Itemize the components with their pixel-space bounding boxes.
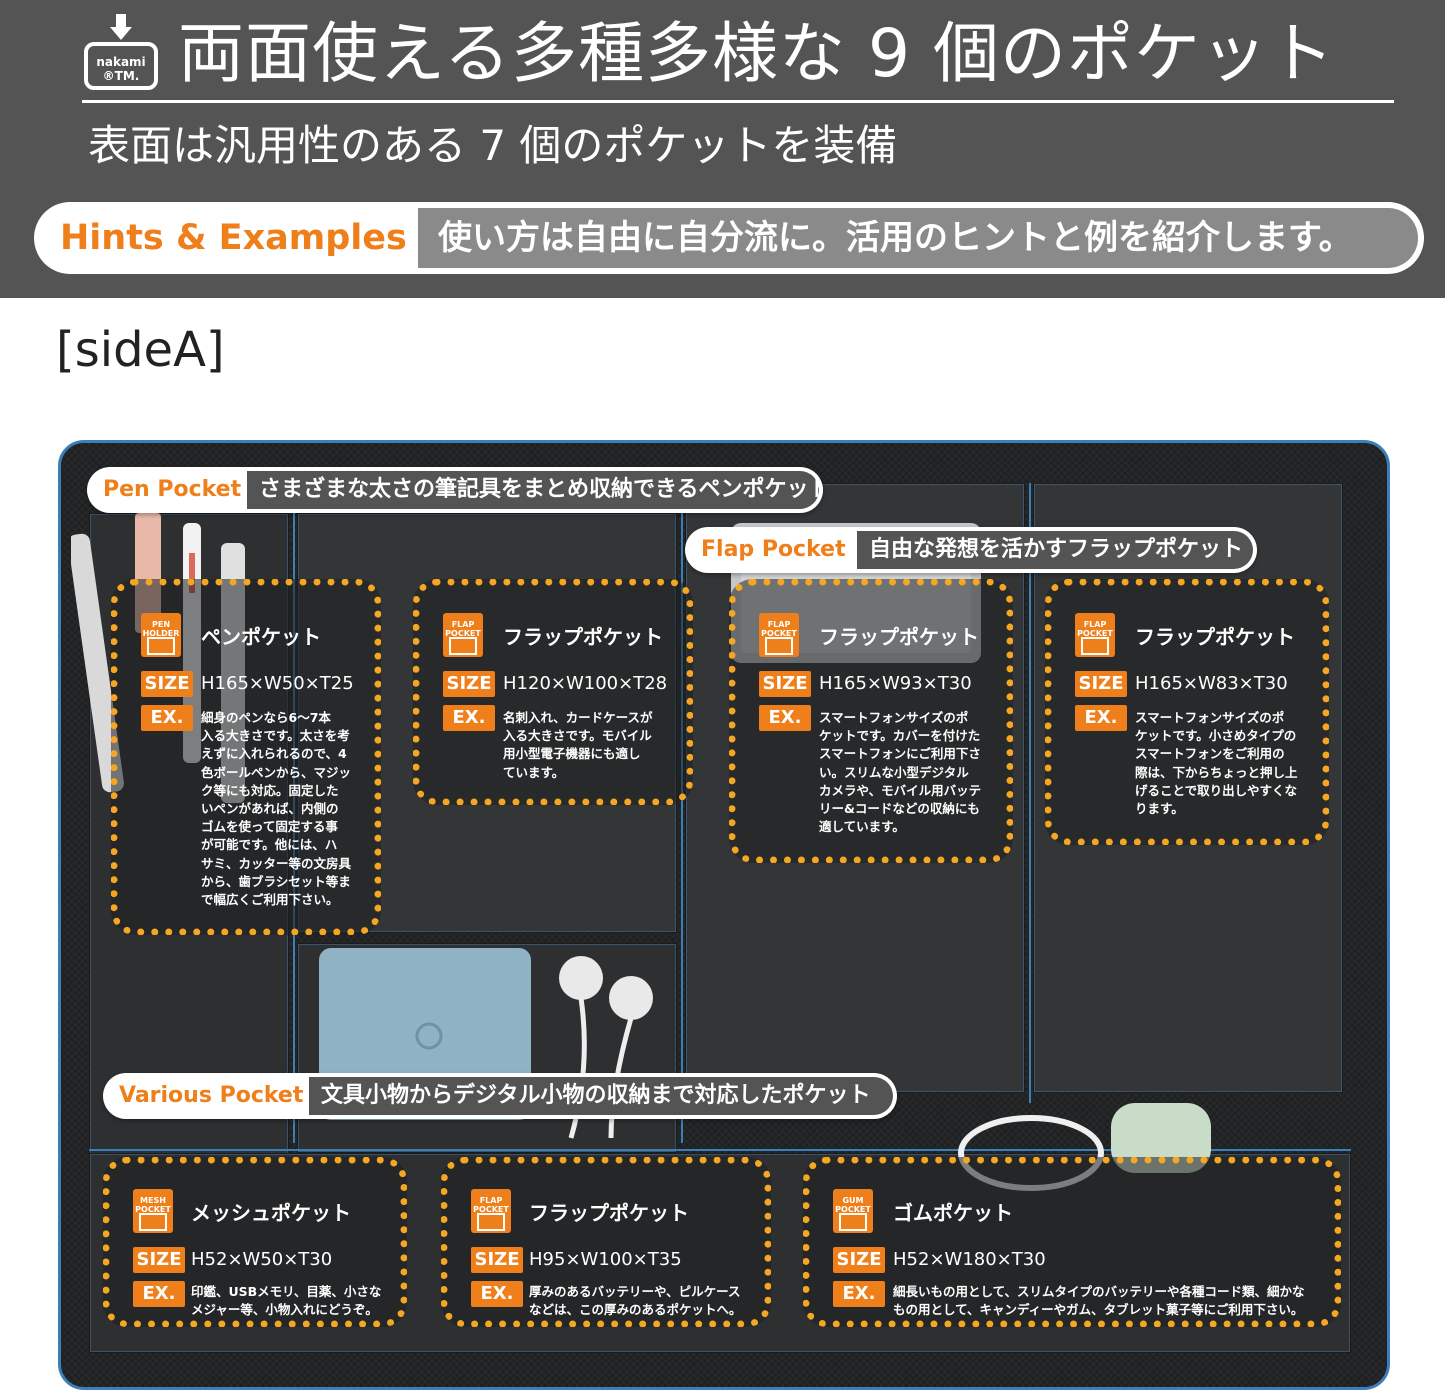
nakami-logo: nakami ®TM. <box>84 14 158 90</box>
pocket-title: ペンポケット <box>201 625 321 649</box>
flap-pocket-icon: FLAP POCKET <box>1075 613 1115 657</box>
various-pocket-heading: Various Pocket 文具小物からデジタル小物の収納まで対応したポケット <box>103 1073 897 1119</box>
pen-holder-icon: PEN HOLDER <box>141 613 181 657</box>
ex-tag: EX. <box>833 1281 885 1307</box>
ex-tag: EX. <box>471 1281 523 1307</box>
pocket-title: ゴムポケット <box>893 1201 1013 1225</box>
pocket-title: フラップポケット <box>1135 625 1295 649</box>
organizer-photo: Pen Pocket さまざまな太さの筆記具をまとめ収納できるペンポケット Fl… <box>58 440 1390 1390</box>
pocket-example: 細身のペンなら6～7本 入る大きさです。太さを考 えずに入れられるので、4 色ボ… <box>201 710 352 908</box>
side-label: [sideA] <box>56 322 225 378</box>
pocket-example: 印鑑、USBメモリ、目薬、小さな メジャー等、小物入れにどうぞ。 <box>191 1284 382 1318</box>
hints-text: 使い方は自由に自分流に。活用のヒントと例を紹介します。 <box>418 208 1418 268</box>
flap-pocket-description: 自由な発想を活かすフラップポケット <box>857 531 1253 569</box>
size-tag: SIZE <box>133 1247 185 1273</box>
page-title: 両面使える多種多様な 9 個のポケット <box>178 15 1335 92</box>
pocket-info-gum <box>803 1157 1341 1327</box>
flap-pocket-icon: FLAP POCKET <box>759 613 799 657</box>
title-divider <box>82 100 1394 103</box>
gum-pocket-icon: GUM POCKET <box>833 1189 873 1233</box>
flap-pocket-icon: FLAP POCKET <box>443 613 483 657</box>
pocket-size: H95×W100×T35 <box>529 1249 682 1270</box>
pocket-size: H165×W50×T25 <box>201 673 354 694</box>
pocket-title: フラップポケット <box>529 1201 689 1225</box>
stitch-line <box>89 1149 1351 1151</box>
pocket-size: H52×W180×T30 <box>893 1249 1046 1270</box>
ex-tag: EX. <box>141 705 193 731</box>
ex-tag: EX. <box>133 1281 185 1307</box>
size-tag: SIZE <box>471 1247 523 1273</box>
logo-text: nakami ®TM. <box>84 42 158 90</box>
pen-pocket-label: Pen Pocket <box>103 477 242 502</box>
size-tag: SIZE <box>833 1247 885 1273</box>
pocket-example: スマートフォンサイズのポ ケットです。カバーを付けた スマートフォンにご利用下さ… <box>819 710 982 835</box>
size-tag: SIZE <box>141 671 193 697</box>
flap-pocket-label: Flap Pocket <box>701 537 846 562</box>
download-arrow-icon <box>110 14 132 40</box>
ex-tag: EX. <box>759 705 811 731</box>
various-pocket-label: Various Pocket <box>119 1083 304 1108</box>
pocket-size: H165×W83×T30 <box>1135 673 1288 694</box>
pen-pocket-description: さまざまな太さの筆記具をまとめ収納できるペンポケット <box>247 471 823 509</box>
various-pocket-description: 文具小物からデジタル小物の収納まで対応したポケット <box>309 1077 893 1115</box>
hints-label: Hints & Examples <box>60 218 407 258</box>
pocket-title: メッシュポケット <box>191 1201 351 1225</box>
size-tag: SIZE <box>759 671 811 697</box>
pocket-example: スマートフォンサイズのポ ケットです。小さめタイプの スマートフォンをご利用の … <box>1135 710 1298 817</box>
pocket-size: H165×W93×T30 <box>819 673 972 694</box>
size-tag: SIZE <box>443 671 495 697</box>
hints-bar: Hints & Examples 使い方は自由に自分流に。活用のヒントと例を紹介… <box>34 202 1424 274</box>
pocket-size: H120×W100×T28 <box>503 673 668 694</box>
header-banner: nakami ®TM. 両面使える多種多様な 9 個のポケット 表面は汎用性のあ… <box>0 0 1445 298</box>
mesh-pocket-icon: MESH POCKET <box>133 1189 173 1233</box>
flap-pocket-heading: Flap Pocket 自由な発想を活かすフラップポケット <box>685 527 1257 573</box>
pocket-title: フラップポケット <box>503 625 663 649</box>
pocket-example: 細長いもの用として、スリムタイプのバッテリーや各種コード類、細かな もの用として… <box>893 1284 1305 1318</box>
ex-tag: EX. <box>1075 705 1127 731</box>
flap-pocket-icon: FLAP POCKET <box>471 1189 511 1233</box>
page-subtitle: 表面は汎用性のある 7 個のポケットを装備 <box>88 121 898 170</box>
pocket-example: 厚みのあるバッテリーや、ピルケース などは、この厚みのあるポケットへ。 <box>529 1284 742 1318</box>
pocket-title: フラップポケット <box>819 625 979 649</box>
pen-pocket-heading: Pen Pocket さまざまな太さの筆記具をまとめ収納できるペンポケット <box>87 467 823 513</box>
stitch-line <box>681 503 683 1143</box>
size-tag: SIZE <box>1075 671 1127 697</box>
ex-tag: EX. <box>443 705 495 731</box>
pocket-size: H52×W50×T30 <box>191 1249 333 1270</box>
pocket-example: 名刺入れ、カードケースが 入る大きさです。モバイル 用小型電子機器にも適し てい… <box>503 710 653 780</box>
stitch-line <box>1029 483 1031 1103</box>
